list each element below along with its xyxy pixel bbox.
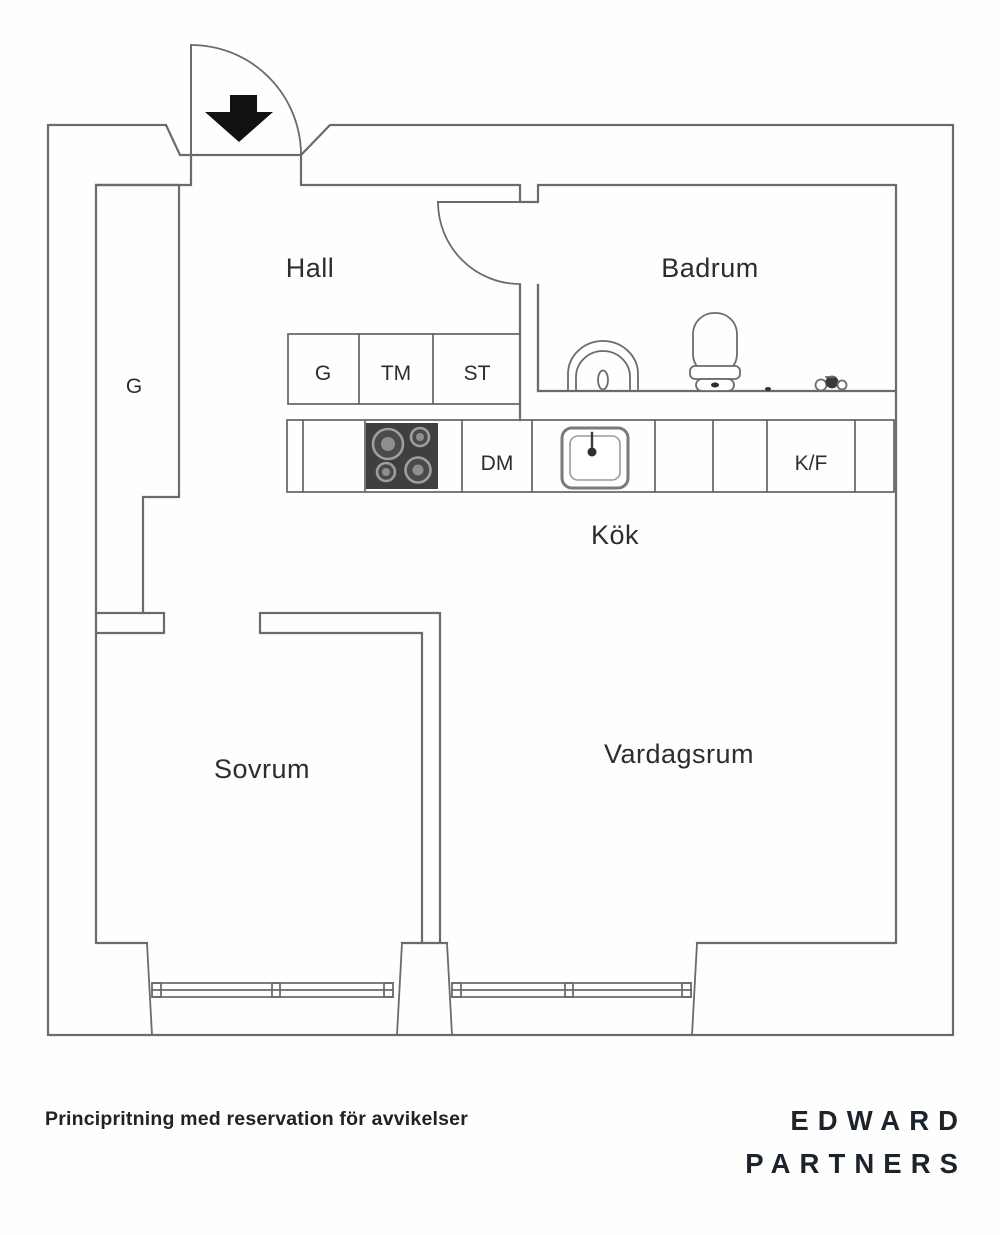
label-badrum: Badrum	[661, 253, 759, 283]
doors	[190, 44, 521, 285]
brand-logo: EDWARD PARTNERS	[745, 1099, 958, 1185]
label-dryer-st: ST	[464, 362, 491, 385]
window2-jambs	[446, 942, 698, 1036]
closet-dividers	[358, 333, 434, 405]
floorplan-drawing: Hall Badrum G G TM ST DM K/F Kök Sovrum …	[46, 44, 955, 1037]
badrum-door-swing	[437, 201, 521, 285]
label-closet-g: G	[315, 362, 331, 385]
entry-arrow-icon	[205, 95, 273, 142]
label-hall: Hall	[286, 253, 335, 283]
window-mullions	[151, 982, 692, 998]
counter-dividers	[302, 419, 856, 493]
window2-glazing	[451, 982, 692, 998]
kitchen-counter	[286, 419, 895, 493]
toilet-icon	[689, 312, 741, 392]
basin-icon	[567, 340, 639, 392]
closet-row	[287, 333, 521, 405]
kitchen-sink-icon	[560, 426, 630, 490]
outer-wall	[46, 123, 955, 1037]
label-vardagsrum: Vardagsrum	[604, 739, 754, 769]
bathroom-fixtures	[567, 312, 848, 392]
walls	[46, 123, 955, 1037]
cooktop-icon	[366, 423, 438, 489]
brand-line1: EDWARD	[790, 1105, 968, 1136]
disclaimer-text: Principritning med reservation för avvik…	[45, 1108, 468, 1130]
sovrum-partition	[258, 611, 442, 945]
room-labels: Hall Badrum G G TM ST DM K/F Kök Sovrum …	[126, 253, 828, 784]
floor-dot	[765, 387, 771, 391]
label-washer-tm: TM	[381, 362, 411, 385]
badrum-partition-lower	[518, 283, 540, 422]
drain-icon	[814, 375, 848, 392]
windows	[146, 942, 698, 1036]
label-closet-left: G	[126, 375, 142, 398]
brand-line2: PARTNERS	[745, 1148, 968, 1179]
left-closet-outline	[94, 183, 181, 615]
inner-wall-right	[695, 389, 898, 945]
window1-jambs	[146, 942, 403, 1036]
entry-door-swing	[190, 44, 302, 156]
label-dishwasher-dm: DM	[481, 452, 514, 475]
inner-wall-hall-badrum	[299, 153, 898, 393]
sovrum-door-stub	[94, 611, 166, 635]
counter-outline	[286, 419, 895, 493]
label-sovrum: Sovrum	[214, 754, 310, 784]
label-kok: Kök	[591, 520, 639, 550]
closet-boxes	[287, 333, 521, 405]
label-fridge-kf: K/F	[795, 452, 828, 475]
